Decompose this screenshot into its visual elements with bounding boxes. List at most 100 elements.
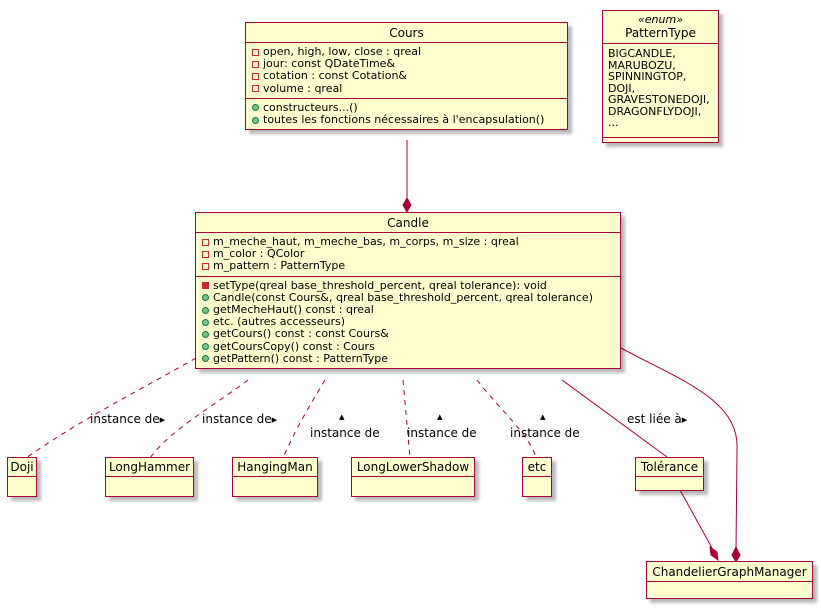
manager-composition-diamond-2 [709, 545, 719, 562]
enum-title: «enum» PatternType [603, 11, 718, 44]
direction-arrow-icon: ▴ [339, 410, 345, 423]
class-name: etc [523, 458, 551, 477]
class-name: Cours [246, 23, 567, 43]
tolerance-manager-composition [679, 489, 713, 549]
class-name: Doji [8, 458, 36, 477]
empty-section [636, 477, 703, 485]
public-icon [202, 294, 209, 302]
enum-pattern-type[interactable]: «enum» PatternType BIGCANDLE, MARUBOZU, … [602, 10, 719, 143]
private-icon [252, 60, 259, 68]
empty-section [352, 477, 474, 485]
label-text: instance de [202, 412, 272, 426]
class-chandelier-graph-manager[interactable]: ChandelierGraphManager [646, 561, 813, 599]
enum-literal: ... [608, 116, 619, 129]
label-text: instance de [510, 426, 580, 440]
longlowershadow-instance-label: instance de [407, 426, 477, 440]
empty-section [8, 477, 36, 485]
attribute: open, high, low, close : qreal [263, 45, 422, 58]
class-tolerance[interactable]: Tolérance [635, 457, 704, 491]
class-name: HangingMan [233, 458, 317, 477]
private-icon [202, 238, 209, 246]
class-doji[interactable]: Doji [7, 457, 37, 497]
method: Candle(const Cours&, qreal base_threshol… [213, 290, 593, 304]
method: getPattern() const : PatternType [213, 351, 389, 365]
public-icon [202, 343, 209, 351]
public-icon [252, 104, 259, 112]
label-text: instance de [407, 426, 477, 440]
methods: constructeurs...() toutes les fonctions … [246, 99, 567, 129]
attributes: m_meche_haut, m_meche_bas, m_corps, m_si… [196, 233, 620, 277]
attribute: m_meche_haut, m_meche_bas, m_corps, m_si… [213, 235, 519, 248]
method: constructeurs...() [263, 100, 358, 114]
attribute: m_color : QColor [213, 247, 305, 261]
public-icon [252, 116, 259, 124]
public-icon [202, 355, 209, 363]
class-etc[interactable]: etc [522, 457, 552, 497]
enum-literal: GRAVESTONEDOJI, [608, 93, 710, 106]
class-name: ChandelierGraphManager [647, 562, 812, 582]
enum-literal: DOJI, [608, 81, 636, 95]
longhammer-instance-label: instance de▸ [202, 412, 277, 426]
label-text: est liée à [627, 412, 682, 426]
hangingman-arrow: ▴ [339, 410, 345, 423]
class-name: LongHammer [106, 458, 193, 477]
class-long-hammer[interactable]: LongHammer [105, 457, 194, 497]
class-name: Candle [196, 213, 620, 233]
manager-composition-diamond-1 [731, 545, 741, 564]
private-method-icon [202, 282, 209, 290]
private-icon [252, 48, 259, 56]
direction-arrow-icon: ▴ [540, 410, 546, 423]
etc-instance-label: instance de [510, 426, 580, 440]
hangingman-instance-label: instance de [310, 426, 380, 440]
method: etc. (autres accesseurs) [213, 315, 346, 329]
class-hanging-man[interactable]: HangingMan [232, 457, 318, 497]
class-cours[interactable]: Cours open, high, low, close : qreal jou… [245, 22, 568, 131]
attributes: open, high, low, close : qreal jour: con… [246, 43, 567, 99]
label-text: instance de [310, 426, 380, 440]
attribute: cotation : const Cotation& [263, 69, 408, 83]
enum-empty-section [603, 138, 718, 142]
private-icon [252, 85, 259, 93]
empty-section [106, 477, 193, 485]
doji-instance-label: instance de▸ [90, 412, 165, 426]
attribute: jour: const QDateTime& [263, 57, 396, 71]
private-icon [202, 263, 209, 270]
empty-section [523, 477, 551, 485]
methods: setType(qreal base_threshold_percent, qr… [196, 277, 620, 368]
public-icon [202, 331, 209, 339]
method: setType(qreal base_threshold_percent, qr… [213, 278, 547, 292]
attribute: volume : qreal [263, 81, 343, 95]
enum-literal: SPINNINGTOP, [608, 70, 687, 83]
hangingman-instance-line [282, 379, 326, 459]
private-icon [202, 250, 209, 258]
direction-arrow-icon: ▸ [271, 413, 278, 426]
empty-section [233, 477, 317, 485]
direction-arrow-icon: ▴ [437, 410, 443, 423]
method: getMecheHaut() const : qreal [213, 303, 374, 317]
private-icon [252, 73, 259, 80]
enum-literal: DRAGONFLYDOJI, [608, 104, 702, 118]
candle-composition-diamond [402, 196, 412, 214]
public-icon [202, 318, 209, 326]
enum-literal: BIGCANDLE, [608, 47, 676, 60]
enum-literal: MARUBOZU, [608, 58, 676, 72]
public-icon [202, 306, 209, 314]
candle-tolerance-line [561, 379, 668, 458]
label-text: instance de [90, 412, 160, 426]
direction-arrow-icon: ▸ [159, 413, 166, 426]
etc-instance-line [476, 379, 537, 459]
candle-manager-composition [620, 347, 738, 551]
class-candle[interactable]: Candle m_meche_haut, m_meche_bas, m_corp… [195, 212, 621, 370]
etc-arrow: ▴ [540, 410, 546, 423]
doji-instance-line [25, 357, 197, 459]
longlowershadow-instance-line [402, 379, 411, 459]
method: getCoursCopy() const : Cours [213, 339, 375, 353]
class-long-lower-shadow[interactable]: LongLowerShadow [351, 457, 475, 497]
tolerance-link-label: est liée à▸ [627, 412, 687, 426]
empty-section [647, 582, 812, 590]
enum-literals: BIGCANDLE, MARUBOZU, SPINNINGTOP, DOJI, … [603, 44, 718, 138]
direction-arrow-icon: ▸ [681, 413, 688, 426]
class-name: PatternType [625, 26, 696, 40]
class-name: LongLowerShadow [352, 458, 474, 477]
